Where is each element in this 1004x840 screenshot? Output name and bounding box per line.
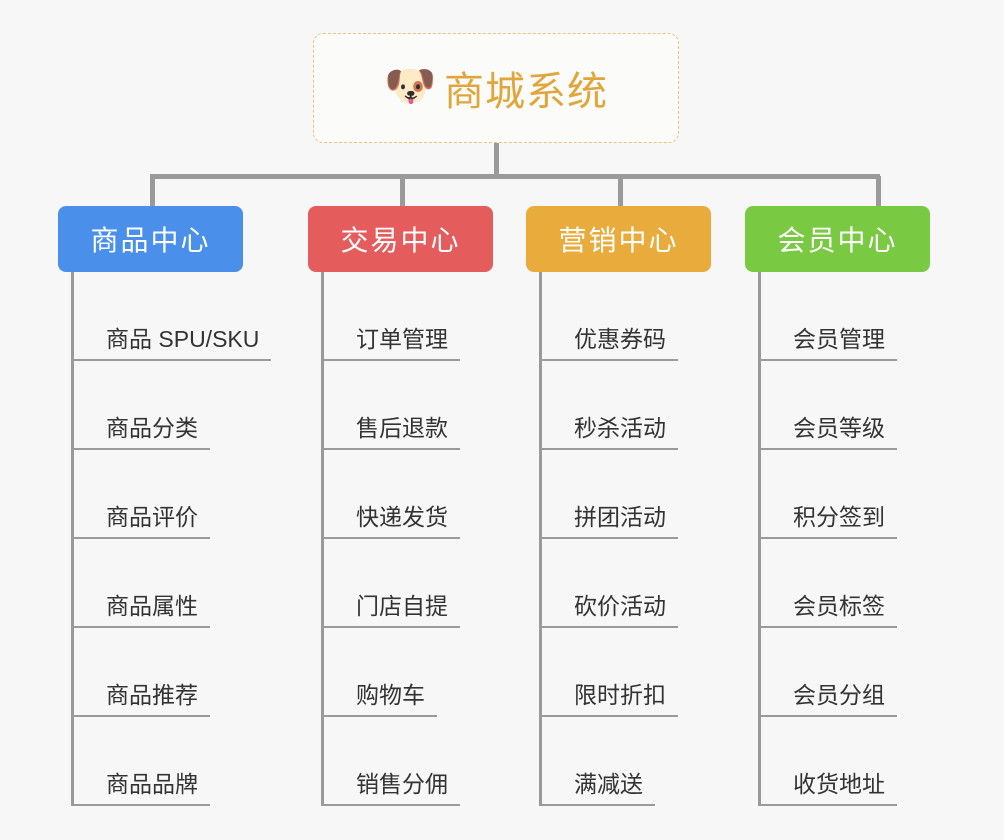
category-items-member: 会员管理 会员等级 积分签到 会员标签 会员分组 收货地址 bbox=[758, 272, 930, 806]
list-item[interactable]: 商品品牌 bbox=[74, 717, 271, 806]
root-node-title: 商城系统 bbox=[444, 70, 608, 114]
root-node: 🐶 商城系统 bbox=[313, 33, 679, 143]
list-item-label: 砍价活动 bbox=[542, 587, 678, 628]
category-header-member[interactable]: 会员中心 bbox=[745, 206, 930, 272]
connector-root-stem bbox=[494, 143, 499, 177]
list-item[interactable]: 会员标签 bbox=[761, 539, 930, 628]
list-item[interactable]: 商品分类 bbox=[74, 361, 271, 450]
list-item[interactable]: 拼团活动 bbox=[542, 450, 711, 539]
list-item-label: 商品 SPU/SKU bbox=[74, 320, 272, 361]
list-item[interactable]: 秒杀活动 bbox=[542, 361, 711, 450]
list-item[interactable]: 商品属性 bbox=[74, 539, 271, 628]
list-item[interactable]: 优惠券码 bbox=[542, 272, 711, 361]
list-item[interactable]: 门店自提 bbox=[324, 539, 493, 628]
category-header-commodity[interactable]: 商品中心 bbox=[58, 206, 243, 272]
category-column-marketing: 营销中心 优惠券码 秒杀活动 拼团活动 砍价活动 限时折扣 满减送 bbox=[526, 206, 711, 806]
list-item-label: 限时折扣 bbox=[542, 676, 678, 717]
category-column-member: 会员中心 会员管理 会员等级 积分签到 会员标签 会员分组 收货地址 bbox=[745, 206, 930, 806]
list-item[interactable]: 快递发货 bbox=[324, 450, 493, 539]
list-item-label: 会员分组 bbox=[761, 676, 897, 717]
list-item[interactable]: 收货地址 bbox=[761, 717, 930, 806]
list-item-label: 购物车 bbox=[324, 676, 437, 717]
list-item-label: 订单管理 bbox=[324, 320, 460, 361]
connector-drop-3 bbox=[618, 176, 623, 208]
list-item[interactable]: 积分签到 bbox=[761, 450, 930, 539]
list-item[interactable]: 会员管理 bbox=[761, 272, 930, 361]
list-item[interactable]: 售后退款 bbox=[324, 361, 493, 450]
category-header-label: 商品中心 bbox=[90, 225, 211, 256]
category-header-label: 会员中心 bbox=[777, 225, 898, 256]
list-item-label: 快递发货 bbox=[324, 498, 460, 539]
list-item-label: 会员等级 bbox=[761, 409, 897, 450]
category-items-marketing: 优惠券码 秒杀活动 拼团活动 砍价活动 限时折扣 满减送 bbox=[539, 272, 711, 806]
list-item[interactable]: 商品 SPU/SKU bbox=[74, 272, 272, 361]
list-item[interactable]: 商品评价 bbox=[74, 450, 271, 539]
list-item-label: 收货地址 bbox=[761, 765, 897, 806]
list-item-label: 秒杀活动 bbox=[542, 409, 678, 450]
list-item[interactable]: 会员等级 bbox=[761, 361, 930, 450]
list-item-label: 商品推荐 bbox=[74, 676, 210, 717]
list-item[interactable]: 砍价活动 bbox=[542, 539, 711, 628]
list-item[interactable]: 购物车 bbox=[324, 628, 493, 717]
list-item-label: 满减送 bbox=[542, 765, 655, 806]
list-item[interactable]: 订单管理 bbox=[324, 272, 493, 361]
list-item-label: 会员标签 bbox=[761, 587, 897, 628]
list-item[interactable]: 限时折扣 bbox=[542, 628, 711, 717]
connector-drop-4 bbox=[876, 176, 881, 208]
category-header-trade[interactable]: 交易中心 bbox=[308, 206, 493, 272]
list-item[interactable]: 会员分组 bbox=[761, 628, 930, 717]
list-item-label: 售后退款 bbox=[324, 409, 460, 450]
list-item-label: 会员管理 bbox=[761, 320, 897, 361]
list-item[interactable]: 销售分佣 bbox=[324, 717, 493, 806]
list-item-label: 门店自提 bbox=[324, 587, 460, 628]
category-header-label: 交易中心 bbox=[340, 225, 461, 256]
list-item-label: 拼团活动 bbox=[542, 498, 678, 539]
list-item-label: 商品评价 bbox=[74, 498, 210, 539]
list-item-label: 积分签到 bbox=[761, 498, 897, 539]
root-node-content: 🐶 商城系统 bbox=[384, 59, 608, 117]
category-column-commodity: 商品中心 商品 SPU/SKU 商品分类 商品评价 商品属性 商品推荐 商品品牌 bbox=[58, 206, 272, 806]
list-item-label: 商品分类 bbox=[74, 409, 210, 450]
list-item-label: 商品品牌 bbox=[74, 765, 210, 806]
list-item[interactable]: 商品推荐 bbox=[74, 628, 271, 717]
list-item[interactable]: 满减送 bbox=[542, 717, 711, 806]
category-header-label: 营销中心 bbox=[558, 225, 679, 256]
dog-face-icon: 🐶 bbox=[384, 62, 437, 109]
category-items-trade: 订单管理 售后退款 快递发货 门店自提 购物车 销售分佣 bbox=[321, 272, 493, 806]
category-items-commodity: 商品 SPU/SKU 商品分类 商品评价 商品属性 商品推荐 商品品牌 bbox=[71, 272, 272, 806]
list-item-label: 优惠券码 bbox=[542, 320, 678, 361]
category-header-marketing[interactable]: 营销中心 bbox=[526, 206, 711, 272]
connector-horizontal-bus bbox=[150, 174, 880, 179]
connector-drop-2 bbox=[400, 176, 405, 208]
list-item-label: 商品属性 bbox=[74, 587, 210, 628]
connector-drop-1 bbox=[150, 176, 155, 208]
category-column-trade: 交易中心 订单管理 售后退款 快递发货 门店自提 购物车 销售分佣 bbox=[308, 206, 493, 806]
list-item-label: 销售分佣 bbox=[324, 765, 460, 806]
